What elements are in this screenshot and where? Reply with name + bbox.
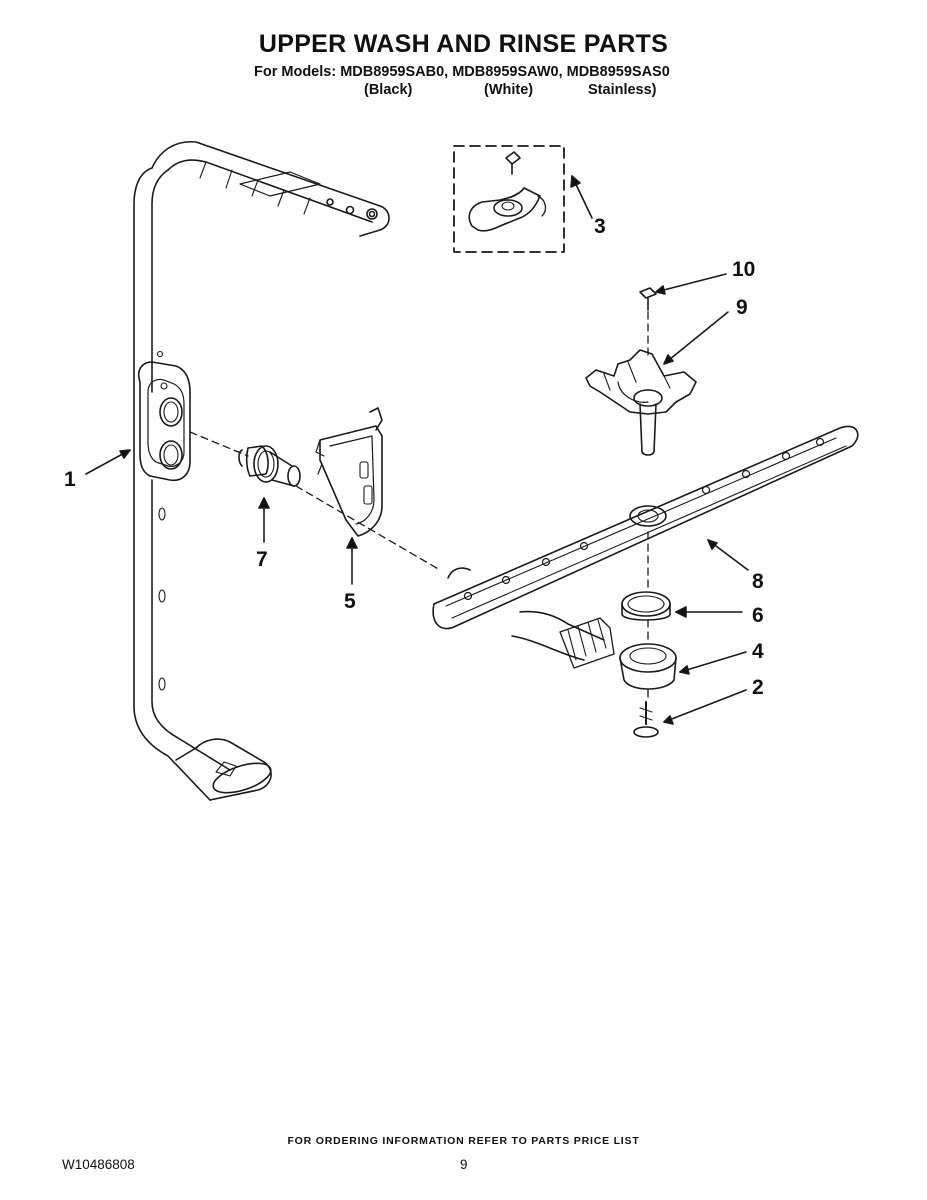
bearing-part-3 [453,145,565,253]
callout-1: 1 [64,468,76,491]
spray-arm-mount-part-9 [585,349,697,456]
callout-9: 9 [736,296,748,319]
callout-4: 4 [752,640,764,663]
model-variants: (Black) (White) Stainless) [0,82,927,102]
callout-7: 7 [256,548,268,571]
callout-10: 10 [732,258,755,281]
supply-tube-part-1 [133,141,390,801]
page-title: UPPER WASH AND RINSE PARTS [258,30,669,58]
connector-part-7 [238,445,301,487]
variant-black-label: (Black) [364,82,413,98]
page-number: 9 [460,1157,468,1172]
callout-arrows [85,175,749,725]
spray-hub-part-4 [559,617,677,690]
callout-8: 8 [752,570,764,593]
screw-part-10 [639,287,657,311]
variant-white-label: (White) [484,82,534,98]
spray-arm-part-8 [432,425,859,661]
screw-part-2 [633,701,659,738]
dashed-leaders [189,311,649,703]
document-number: W10486808 [62,1157,135,1172]
callout-2: 2 [752,676,764,699]
models-line: For Models: MDB8959SAB0, MDB8959SAW0, MD… [254,64,670,80]
callout-5: 5 [344,590,356,613]
seal-part-6 [621,591,671,621]
callout-6: 6 [752,604,764,627]
ordering-note: FOR ORDERING INFORMATION REFER TO PARTS … [287,1135,640,1147]
variant-stainless-label: Stainless) [588,82,657,98]
callout-3: 3 [594,215,606,238]
